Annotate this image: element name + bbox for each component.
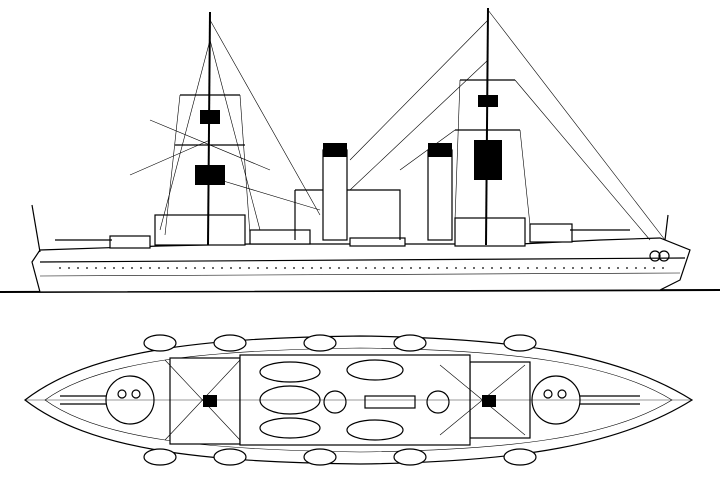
portholes <box>59 267 664 269</box>
fore-funnel-plan <box>323 390 347 414</box>
sponson <box>503 334 537 352</box>
porthole <box>644 267 646 269</box>
porthole <box>419 267 421 269</box>
porthole <box>545 267 547 269</box>
porthole <box>122 267 124 269</box>
porthole <box>284 267 286 269</box>
sponson <box>393 334 427 352</box>
porthole <box>140 267 142 269</box>
porthole <box>572 267 574 269</box>
porthole <box>392 267 394 269</box>
aft-funnel-plan <box>426 390 450 414</box>
sponson <box>503 448 537 466</box>
porthole <box>653 267 655 269</box>
porthole <box>221 267 223 269</box>
sponson <box>393 448 427 466</box>
porthole <box>230 267 232 269</box>
porthole <box>437 267 439 269</box>
porthole <box>500 267 502 269</box>
porthole <box>401 267 403 269</box>
sponson <box>213 334 247 352</box>
porthole <box>131 267 133 269</box>
porthole <box>518 267 520 269</box>
porthole <box>446 267 448 269</box>
porthole <box>554 267 556 269</box>
sponson <box>143 448 177 466</box>
porthole <box>167 267 169 269</box>
porthole <box>464 267 466 269</box>
porthole <box>374 267 376 269</box>
porthole <box>77 267 79 269</box>
porthole <box>527 267 529 269</box>
porthole <box>266 267 268 269</box>
porthole <box>239 267 241 269</box>
porthole <box>626 267 628 269</box>
porthole <box>248 267 250 269</box>
porthole <box>212 267 214 269</box>
porthole <box>338 267 340 269</box>
porthole <box>590 267 592 269</box>
sponsons <box>143 334 537 466</box>
porthole <box>608 267 610 269</box>
sponson <box>143 334 177 352</box>
porthole <box>104 267 106 269</box>
porthole <box>482 267 484 269</box>
porthole <box>491 267 493 269</box>
porthole <box>203 267 205 269</box>
boat <box>259 361 321 383</box>
sponson <box>303 448 337 466</box>
porthole <box>365 267 367 269</box>
porthole <box>635 267 637 269</box>
porthole <box>410 267 412 269</box>
porthole <box>113 267 115 269</box>
aft-turret <box>529 223 573 243</box>
fore-funnel <box>322 143 348 241</box>
main-mast <box>349 7 666 246</box>
fore-superstructure <box>154 214 246 246</box>
porthole <box>383 267 385 269</box>
aft-funnel <box>427 143 453 241</box>
aft-superstructure <box>454 217 526 247</box>
porthole <box>194 267 196 269</box>
porthole <box>302 267 304 269</box>
porthole <box>509 267 511 269</box>
profile-view <box>0 7 720 293</box>
plan-view <box>24 334 694 466</box>
fore-turret <box>109 235 151 249</box>
porthole <box>581 267 583 269</box>
porthole <box>185 267 187 269</box>
sponson <box>213 448 247 466</box>
porthole <box>662 267 664 269</box>
porthole <box>275 267 277 269</box>
porthole <box>455 267 457 269</box>
porthole <box>149 267 151 269</box>
porthole <box>311 267 313 269</box>
fore-mast <box>129 11 321 246</box>
porthole <box>176 267 178 269</box>
porthole <box>320 267 322 269</box>
porthole <box>293 267 295 269</box>
porthole <box>617 267 619 269</box>
porthole <box>257 267 259 269</box>
porthole <box>428 267 430 269</box>
porthole <box>59 267 61 269</box>
porthole <box>68 267 70 269</box>
porthole <box>158 267 160 269</box>
porthole <box>95 267 97 269</box>
porthole <box>473 267 475 269</box>
porthole <box>563 267 565 269</box>
porthole <box>536 267 538 269</box>
porthole <box>599 267 601 269</box>
sponson <box>303 334 337 352</box>
porthole <box>329 267 331 269</box>
porthole <box>86 267 88 269</box>
porthole <box>356 267 358 269</box>
porthole <box>347 267 349 269</box>
